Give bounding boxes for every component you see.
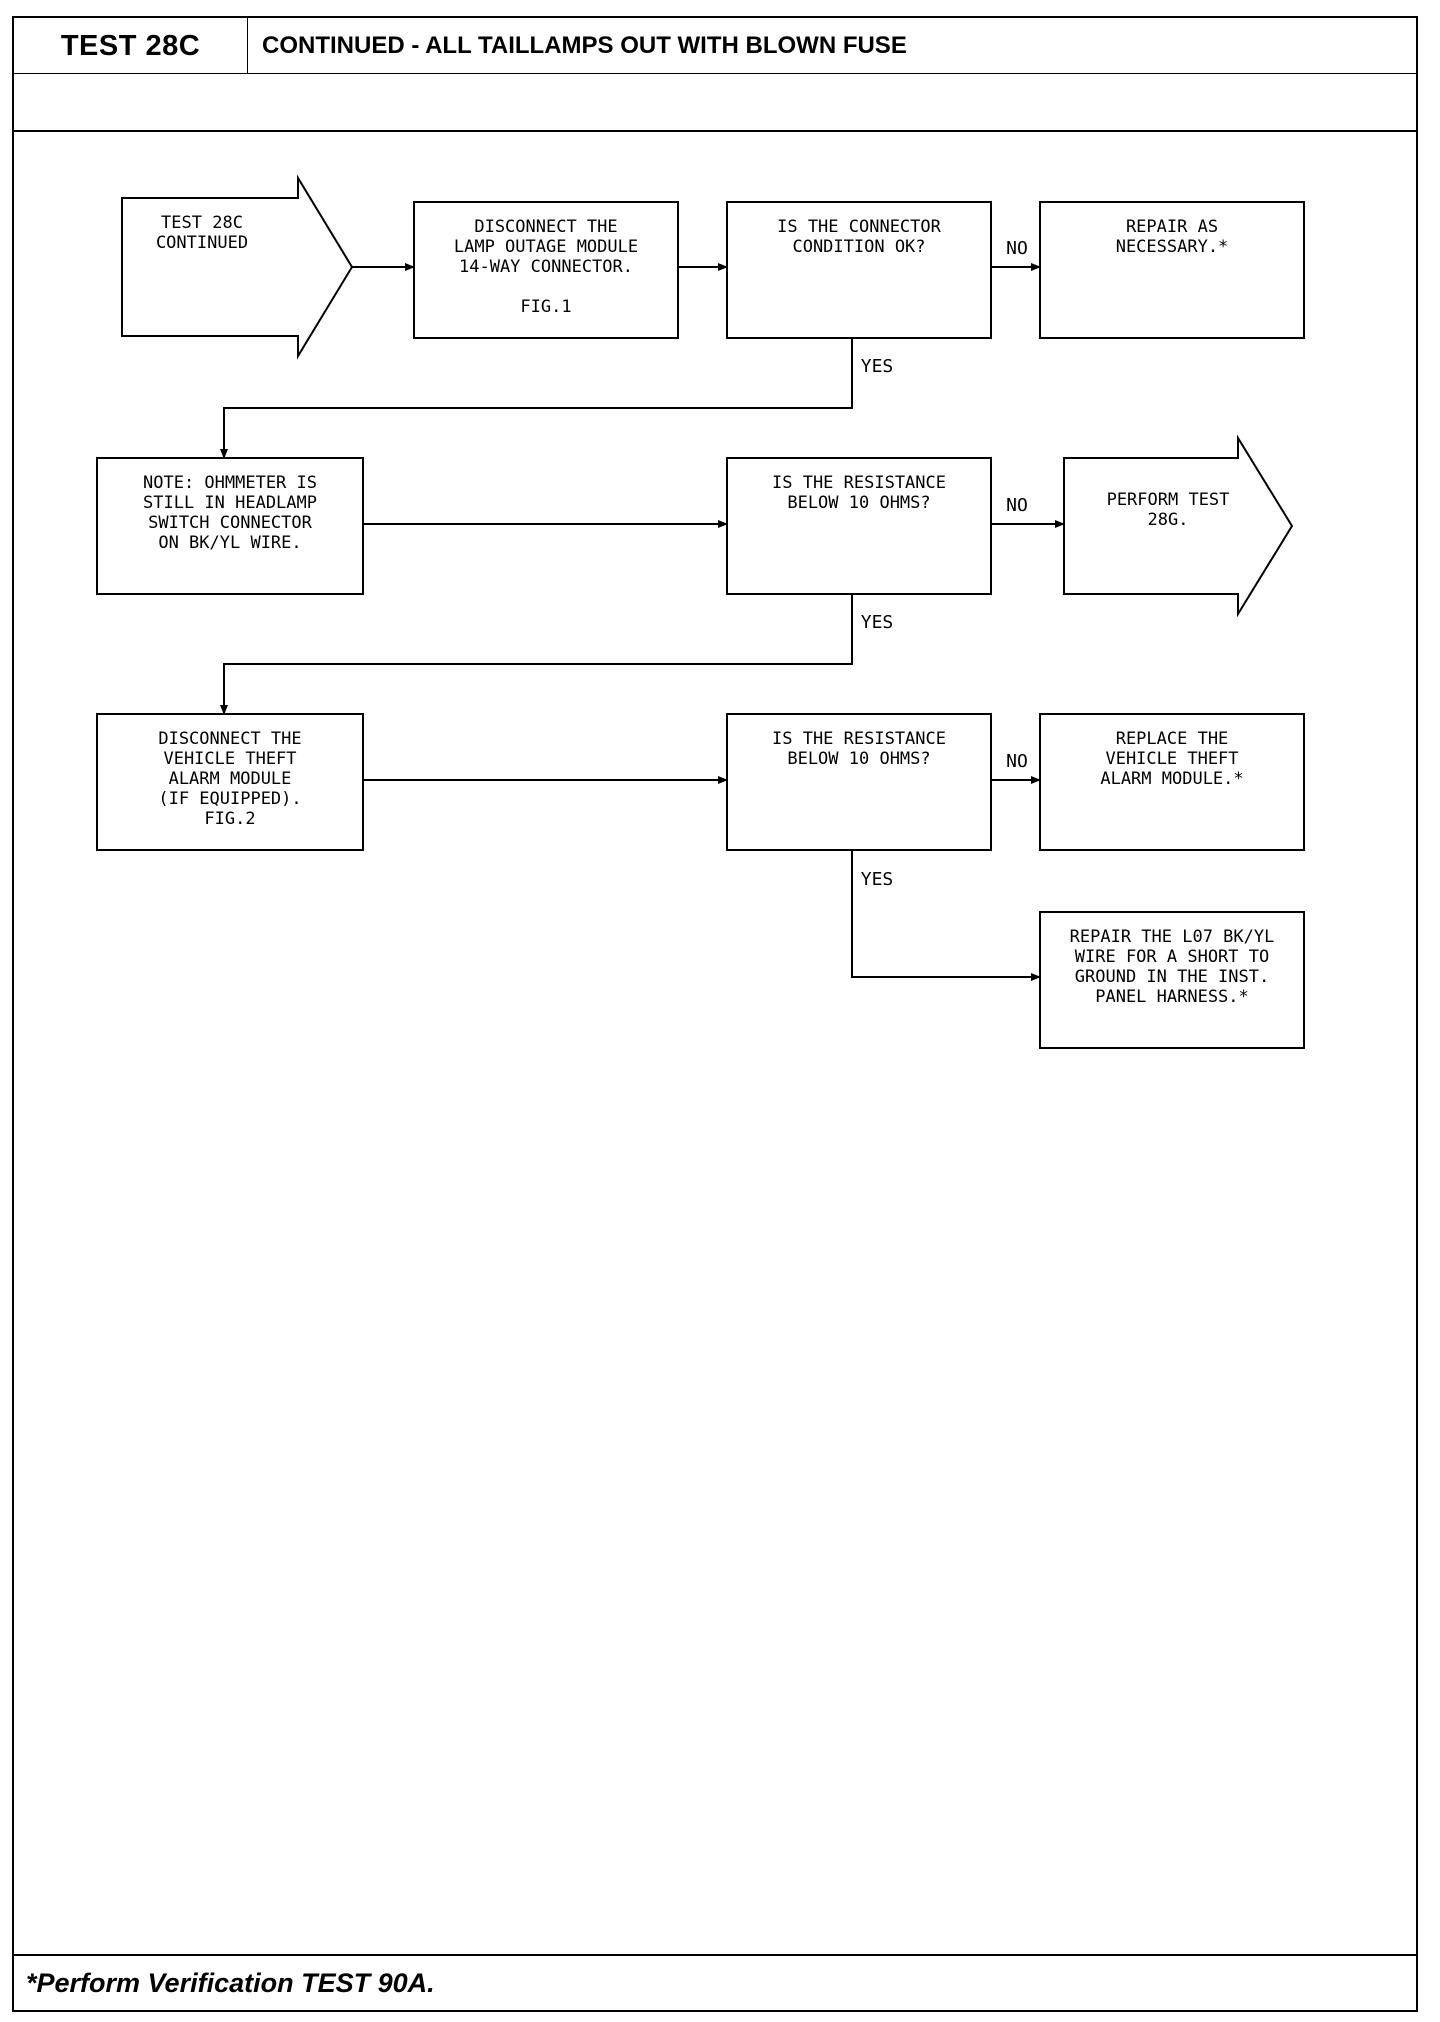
edge-q-resistance-2-to-repair-l07-line — [851, 850, 1041, 981]
node-replace-vta-line-0: REPLACE THE — [1116, 729, 1229, 749]
node-disconnect-lom-line-0: DISCONNECT THE — [474, 217, 617, 237]
node-repair-l07-line-3: PANEL HARNESS.* — [1095, 987, 1249, 1007]
node-q-resistance-2-box — [726, 713, 992, 851]
node-q-resistance-2-line-1: BELOW 10 OHMS? — [787, 749, 930, 769]
node-disconnect-vta-line-0: DISCONNECT THE — [158, 729, 301, 749]
node-perform-28g-line-0: PERFORM TEST — [1107, 490, 1230, 510]
edges-layer: NO YES NO YES NO YES — [220, 238, 1065, 981]
edge-label-yes: YES — [861, 612, 894, 633]
node-repair-l07-line-2: GROUND IN THE INST. — [1075, 967, 1269, 987]
node-q-connector-line-0: IS THE CONNECTOR — [777, 217, 942, 237]
edge-label-yes: YES — [861, 869, 894, 890]
header-subrow — [14, 74, 1416, 132]
page-frame: TEST 28C CONTINUED - ALL TAILLAMPS OUT W… — [12, 16, 1418, 2012]
node-note-ohmmeter-box — [96, 457, 364, 595]
node-repair-line-0: REPAIR AS — [1126, 217, 1218, 237]
node-disconnect-lom-line-4: FIG.1 — [520, 297, 571, 317]
node-disconnect-lom-line-1: LAMP OUTAGE MODULE — [454, 237, 638, 257]
node-disconnect-lom-line-2: 14-WAY CONNECTOR. — [459, 257, 633, 277]
node-note-ohmmeter-line-3: ON BK/YL WIRE. — [158, 533, 301, 553]
node-note-ohmmeter-line-0: NOTE: OHMMETER IS — [143, 473, 317, 493]
edge-q-resistance-1-to-disconnect-vta: YES — [220, 594, 894, 715]
node-note-ohmmeter-line-2: SWITCH CONNECTOR — [148, 513, 313, 533]
edge-q-resistance-1-to-disconnect-vta-line — [220, 594, 853, 715]
node-repair-l07-line-1: WIRE FOR A SHORT TO — [1075, 947, 1269, 967]
node-disconnect-lom-box — [413, 201, 679, 339]
edge-label-no: NO — [1006, 238, 1028, 259]
test-label: TEST 28C — [14, 18, 248, 74]
node-q-resistance-1-line-0: IS THE RESISTANCE — [772, 473, 946, 493]
node-disconnect-vta-line-1: VEHICLE THEFT — [163, 749, 296, 769]
node-replace-vta-line-1: VEHICLE THEFT — [1105, 749, 1238, 769]
node-disconnect-vta-line-2: ALARM MODULE — [169, 769, 292, 789]
edge-label-no: NO — [1006, 751, 1028, 772]
node-start-line-1: CONTINUED — [156, 233, 248, 253]
node-q-connector-line-1: CONDITION OK? — [792, 237, 925, 257]
edge-q-connector-to-repair: NO — [991, 238, 1041, 271]
node-disconnect-vta-line-4: FIG.2 — [204, 809, 255, 829]
node-disconnect-vta-box — [96, 713, 364, 851]
node-q-connector-box — [726, 201, 992, 339]
edge-label-no: NO — [1006, 495, 1028, 516]
node-start-line-0: TEST 28C — [161, 213, 243, 233]
edge-label-yes: YES — [861, 356, 894, 377]
page-title: CONTINUED - ALL TAILLAMPS OUT WITH BLOWN… — [262, 32, 907, 59]
node-replace-vta-line-2: ALARM MODULE.* — [1100, 769, 1243, 789]
node-repair-l07-box — [1039, 911, 1305, 1049]
node-disconnect-vta-line-3: (IF EQUIPPED). — [158, 789, 301, 809]
header-row: TEST 28C CONTINUED - ALL TAILLAMPS OUT W… — [14, 18, 1416, 74]
node-q-resistance-1-box — [726, 457, 992, 595]
edge-q-connector-to-note-ohmmeter: YES — [220, 338, 894, 459]
node-replace-vta-box — [1039, 713, 1305, 851]
node-q-resistance-2-line-0: IS THE RESISTANCE — [772, 729, 946, 749]
edge-q-resistance-2-to-repair-l07: YES — [851, 850, 1041, 981]
node-repair-box — [1039, 201, 1305, 339]
node-start-arrow-shape — [121, 174, 354, 360]
edge-q-resistance-2-to-replace-vta: NO — [991, 751, 1041, 784]
footer-note: *Perform Verification TEST 90A. — [14, 1954, 1416, 2010]
edge-q-connector-to-note-ohmmeter-line — [220, 338, 853, 459]
node-perform-28g-arrow-shape — [1063, 434, 1294, 618]
node-repair-l07-line-0: REPAIR THE L07 BK/YL — [1070, 927, 1275, 947]
edge-q-resistance-1-to-perform-28g: NO — [991, 495, 1065, 528]
node-q-resistance-1-line-1: BELOW 10 OHMS? — [787, 493, 930, 513]
node-repair-line-1: NECESSARY.* — [1116, 237, 1229, 257]
node-perform-28g-line-1: 28G. — [1148, 510, 1189, 530]
node-note-ohmmeter-line-1: STILL IN HEADLAMP — [143, 493, 317, 513]
